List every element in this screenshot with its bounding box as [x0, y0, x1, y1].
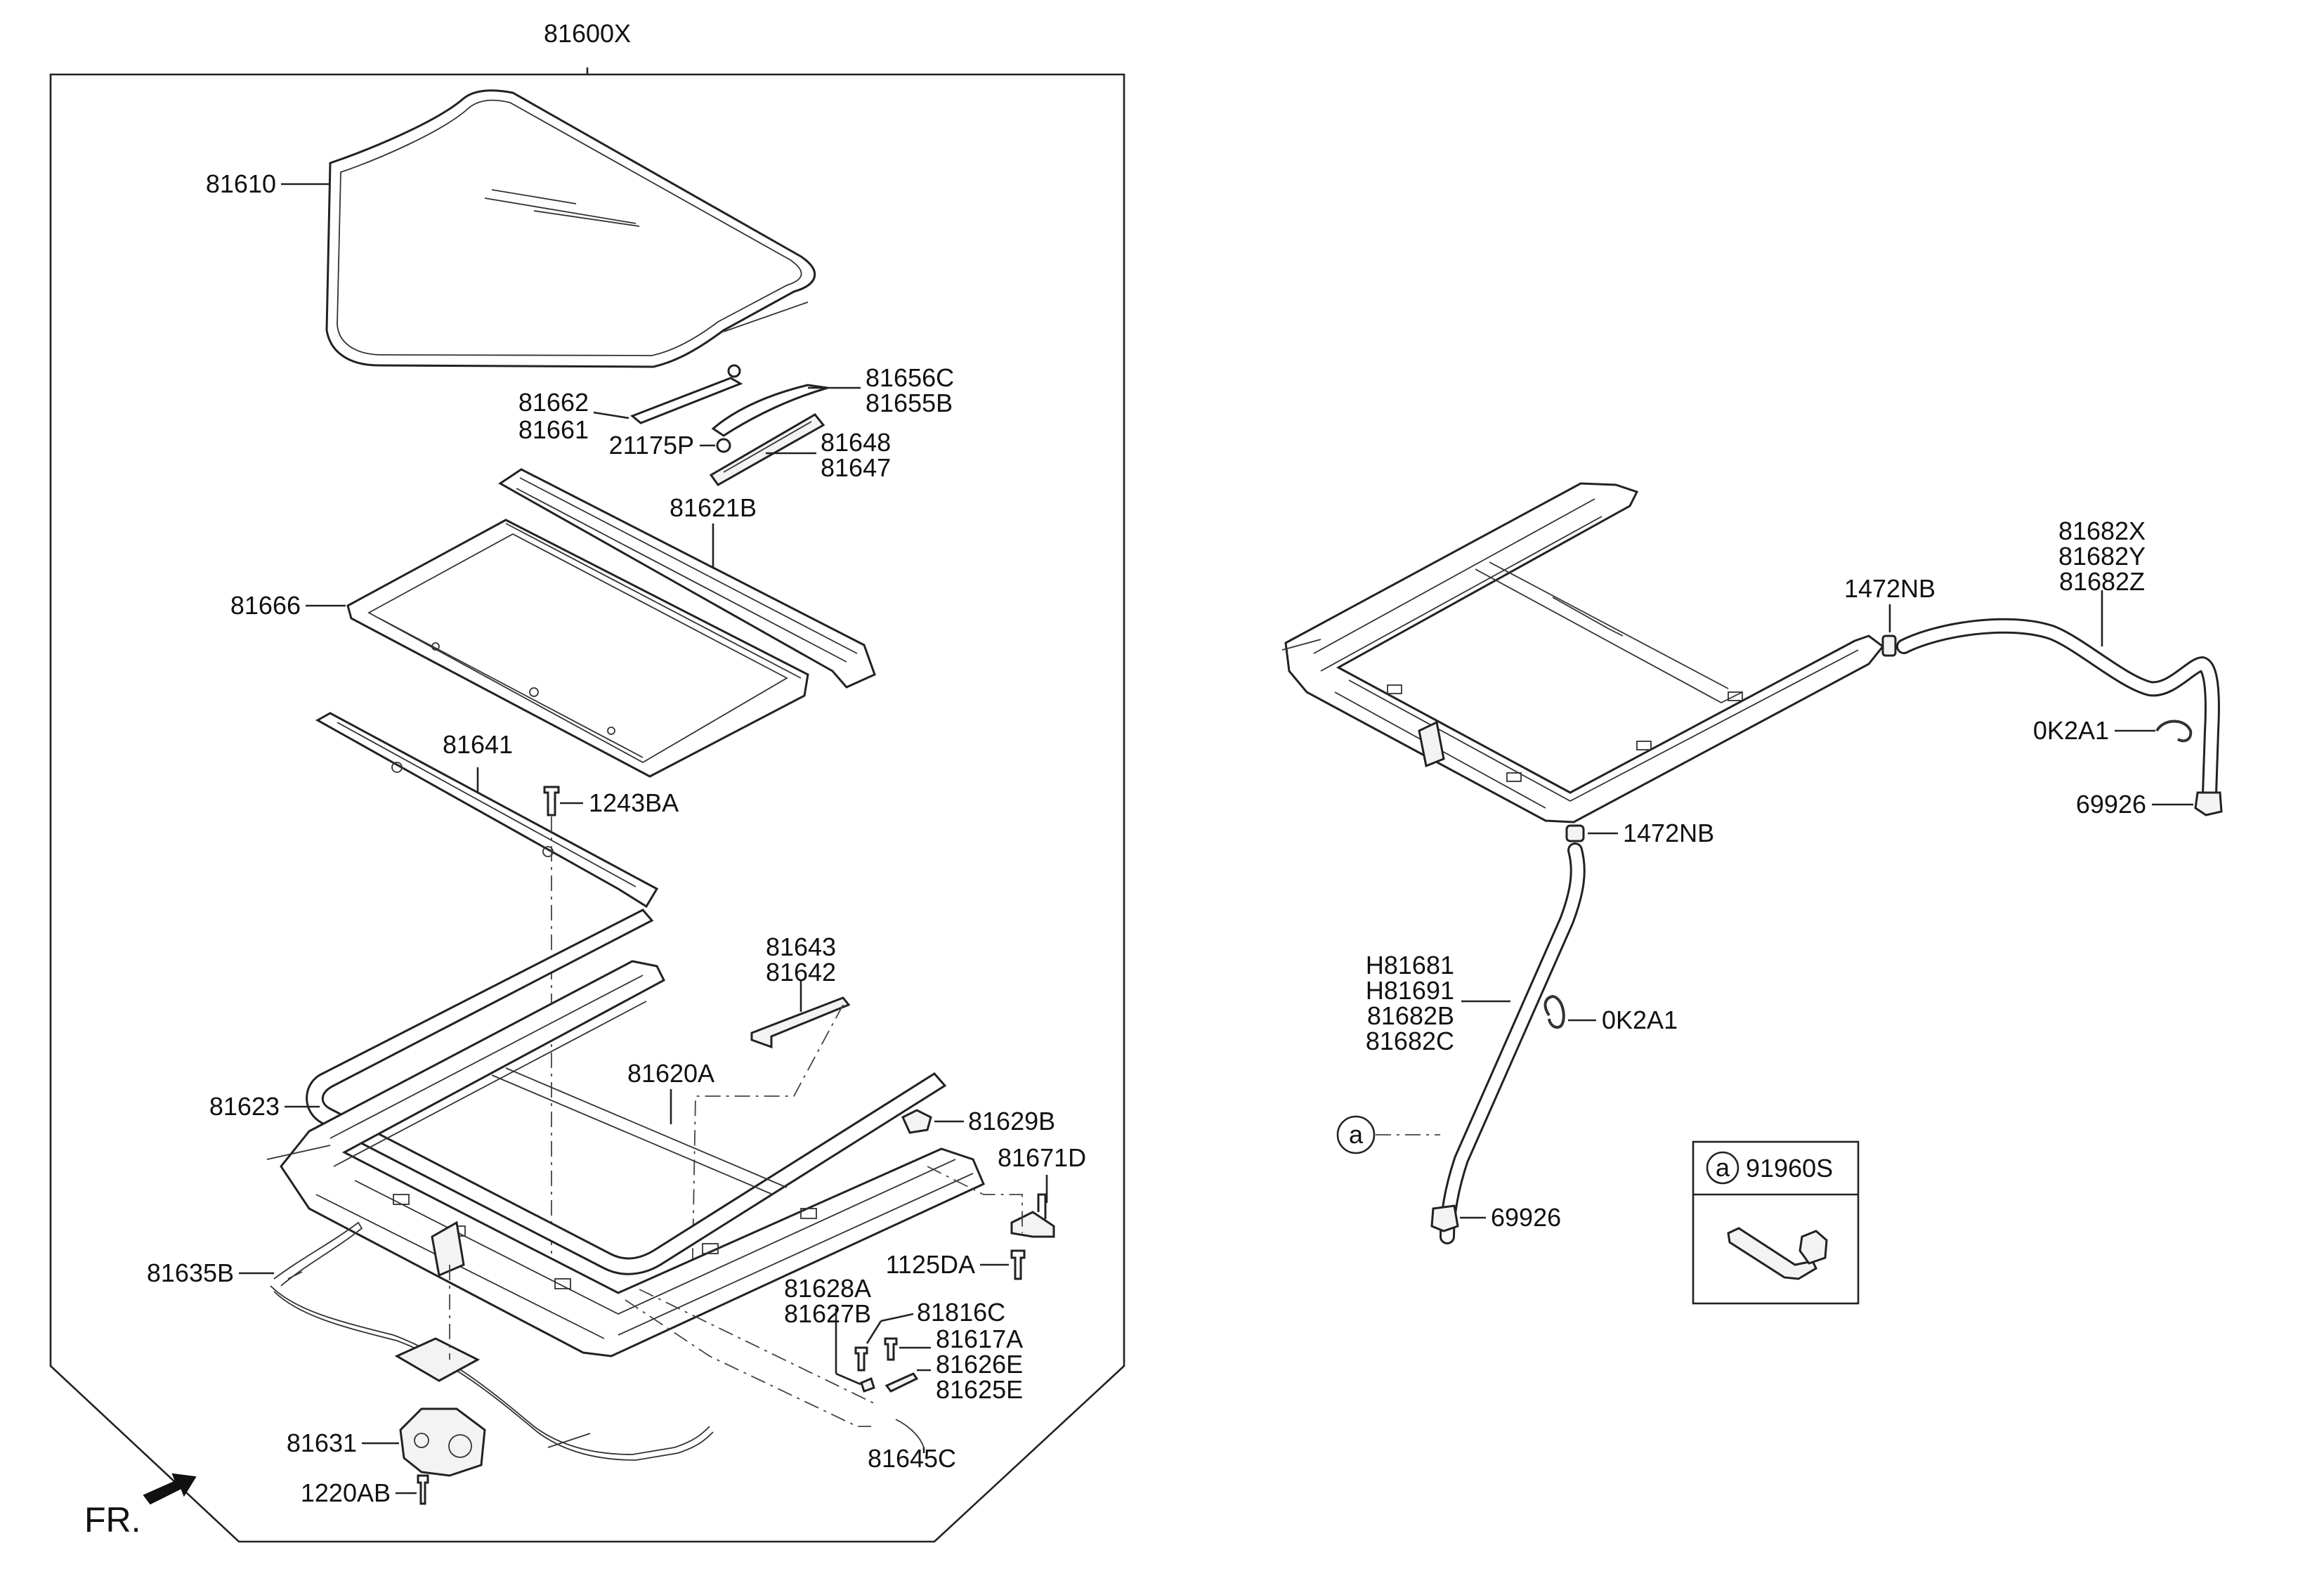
label-81643: 81643 [766, 932, 836, 961]
label-H81681: H81681 [1366, 951, 1454, 980]
label-81661: 81661 [518, 415, 589, 444]
leader-81662 [593, 411, 629, 419]
motor-bracket [394, 1221, 481, 1382]
label-81631: 81631 [287, 1428, 357, 1457]
label-81629B: 81629B [968, 1107, 1055, 1135]
front-arrow-icon [143, 1473, 197, 1505]
motor-81631 [399, 1407, 486, 1477]
ref-line-81671D [927, 1166, 1023, 1233]
clamp-1472NB-mid [1565, 824, 1585, 842]
label-81682B: 81682B [1367, 1001, 1454, 1030]
label-81641: 81641 [443, 730, 513, 759]
screw-81816C [854, 1346, 868, 1372]
clip-81626E [884, 1372, 919, 1393]
clip-0K2A1-top [2155, 720, 2193, 743]
label-0K2A1-mid: 0K2A1 [1602, 1005, 1678, 1034]
bumper-81629B [901, 1109, 932, 1134]
label-81645C: 81645C [868, 1444, 956, 1473]
label-81627B: 81627B [784, 1299, 871, 1328]
deflector-bracket-81662 [630, 364, 743, 424]
label-21175P: 21175P [609, 431, 694, 460]
label-81610: 81610 [206, 169, 276, 198]
label-81655B: 81655B [866, 389, 953, 417]
hose-81682X [1896, 618, 2220, 802]
label-81635B: 81635B [147, 1258, 234, 1287]
sunshade-81666 [346, 519, 809, 778]
assembly-outline [49, 67, 1125, 1543]
label-0K2A1-top: 0K2A1 [2033, 716, 2109, 745]
label-81621B: 81621B [670, 493, 757, 522]
label-81666: 81666 [230, 591, 301, 620]
bolt-1125DA [1010, 1249, 1026, 1280]
label-81682X: 81682X [2058, 516, 2146, 545]
seal-81623 [306, 909, 947, 1275]
label-1220AB: 1220AB [301, 1478, 391, 1507]
ref-line-bottom-1 [625, 1299, 871, 1427]
label-81620A: 81620A [627, 1059, 714, 1088]
label-81816C: 81816C [917, 1298, 1005, 1327]
leader-81816C [880, 1313, 914, 1322]
label-81682C: 81682C [1366, 1027, 1454, 1055]
sunroof-frame-right [1281, 482, 1885, 824]
label-1243BA: 1243BA [589, 788, 679, 817]
elbow-69926-bottom [1430, 1204, 1459, 1232]
ref-line-bottom-2 [639, 1289, 879, 1406]
clip-81627B [860, 1377, 875, 1393]
label-81648: 81648 [821, 428, 891, 457]
label-81623: 81623 [209, 1092, 280, 1121]
label-81682Y: 81682Y [2058, 542, 2146, 571]
label-1472NB-top: 1472NB [1844, 574, 1935, 603]
label-81682Z: 81682Z [2059, 567, 2145, 596]
ref-circle-a [1336, 1115, 1376, 1154]
glass-panel-81610 [325, 89, 816, 368]
label-81628A: 81628A [784, 1274, 871, 1303]
label-81600X: 81600X [544, 19, 631, 48]
cables-81635B [270, 1221, 714, 1461]
label-81626E: 81626E [936, 1350, 1023, 1379]
detail-ref-a: a [1716, 1153, 1730, 1182]
ref-label-a: a [1349, 1120, 1364, 1149]
label-1125DA: 1125DA [886, 1250, 975, 1279]
label-69926-top: 69926 [2076, 790, 2146, 819]
detail-box [1692, 1140, 1860, 1305]
bracket-81648 [709, 413, 825, 486]
frame-81620A [266, 960, 985, 1358]
label-81642: 81642 [766, 958, 836, 987]
label-H81691: H81691 [1366, 976, 1454, 1005]
rail-81621B [498, 468, 876, 689]
label-69926-bottom: 69926 [1491, 1203, 1561, 1232]
label-81662: 81662 [518, 388, 589, 417]
label-81671D: 81671D [998, 1143, 1086, 1172]
pin-21175P [716, 438, 731, 453]
leader-81628A-b [835, 1372, 861, 1386]
screw-81617A [884, 1337, 898, 1361]
front-label: FR. [84, 1500, 141, 1540]
elbow-69926-top [2194, 791, 2223, 816]
label-81617A: 81617A [936, 1325, 1023, 1353]
hose-H81681 [1440, 842, 1586, 1244]
leader-81816C-b [866, 1320, 882, 1344]
hose-81645C [895, 1419, 925, 1448]
clip-0K2A1-mid [1543, 994, 1565, 1029]
detail-part-91960S: 91960S [1746, 1154, 1833, 1183]
ref-line-81643 [691, 1004, 844, 1294]
screw-1220AB [417, 1474, 429, 1505]
label-81625E: 81625E [936, 1375, 1023, 1404]
label-81647: 81647 [821, 453, 891, 482]
clamp-1472NB-top [1881, 634, 1897, 657]
label-81656C: 81656C [866, 363, 954, 392]
label-1472NB-mid: 1472NB [1623, 819, 1714, 847]
crossbar-81641 [315, 712, 659, 909]
bracket-81643 [750, 996, 851, 1049]
screw-1243BA [543, 786, 560, 816]
